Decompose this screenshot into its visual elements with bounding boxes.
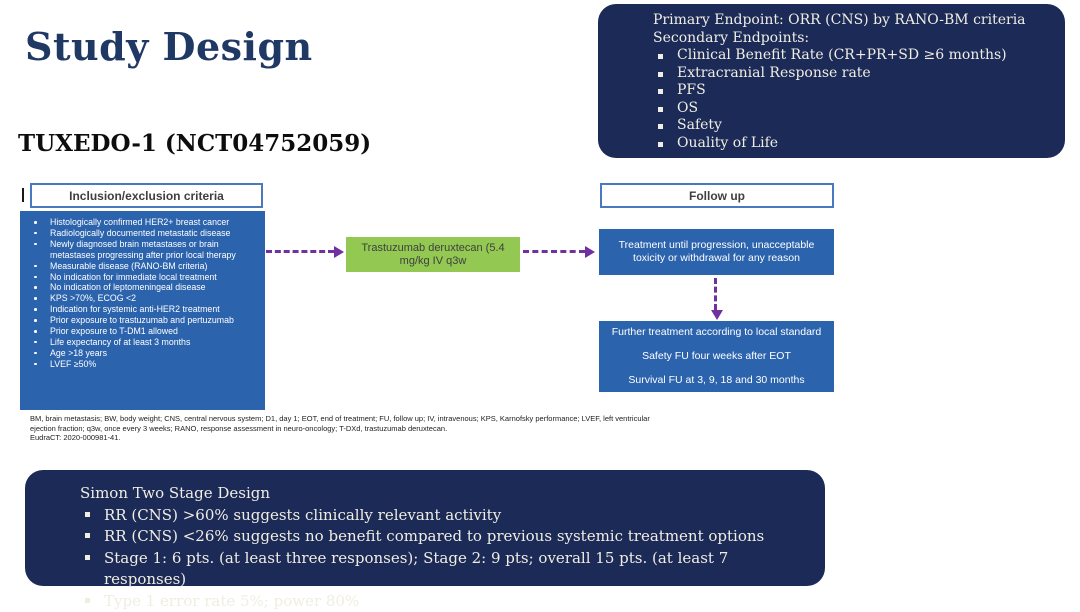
drug-box: Trastuzumab deruxtecan (5.4 mg/kg IV q3w [346,237,520,272]
footnote-line: ejection fraction; q3w, once every 3 wee… [30,424,770,434]
list-item: Radiologically documented metastatic dis… [28,228,259,239]
list-item: Measurable disease (RANO-BM criteria) [28,261,259,272]
list-item: Histologically confirmed HER2+ breast ca… [28,217,259,228]
list-item: No indication of leptomeningeal disease [28,282,259,293]
drug-box-label: Trastuzumab deruxtecan (5.4 mg/kg IV q3w [354,242,512,268]
treatment-until-label: Treatment until progression, unacceptabl… [615,239,818,265]
followup-header: Follow up [600,183,834,208]
arrow-treatment-to-further [714,278,717,310]
further-treatment-line: Further treatment according to local sta… [612,326,822,339]
arrow-head-icon [334,246,344,258]
list-item: OS [653,100,1055,118]
simon-design-box: Simon Two Stage Design RR (CNS) >60% sug… [25,470,825,586]
list-item: Ouality of Life [653,135,1055,153]
page-title: Study Design [25,24,313,69]
list-item: Extracranial Response rate [653,65,1055,83]
primary-endpoint-line: Primary Endpoint: ORR (CNS) by RANO-BM c… [653,12,1055,30]
further-treatment-line: Safety FU four weeks after EOT [642,350,791,363]
arrow-criteria-to-drug [266,250,334,253]
stray-tick-mark [22,188,24,202]
secondary-endpoints-label: Secondary Endpoints: [653,30,1055,48]
list-item: Prior exposure to T-DM1 allowed [28,326,259,337]
study-subtitle: TUXEDO-1 (NCT04752059) [18,130,371,157]
further-treatment-line: Survival FU at 3, 9, 18 and 30 months [628,374,804,387]
list-item: Stage 1: 6 pts. (at least three response… [80,548,805,591]
list-item: KPS >70%, ECOG <2 [28,293,259,304]
simon-design-heading: Simon Two Stage Design [80,483,805,505]
footnote-line: EudraCT: 2020-000981-41. [30,433,770,443]
inclusion-criteria-box: Histologically confirmed HER2+ breast ca… [20,211,265,410]
list-item: Newly diagnosed brain metastases or brai… [28,239,259,261]
list-item: Life expectancy of at least 3 months [28,337,259,348]
arrow-head-icon [711,310,723,320]
list-item: Safety [653,117,1055,135]
list-item: Indication for systemic anti-HER2 treatm… [28,304,259,315]
inclusion-exclusion-header-label: Inclusion/exclusion criteria [69,189,224,203]
further-treatment-box: Further treatment according to local sta… [599,321,834,392]
footnote-line: BM, brain metastasis; BW, body weight; C… [30,414,770,424]
list-item: RR (CNS) <26% suggests no benefit compar… [80,526,805,548]
list-item: PFS [653,82,1055,100]
secondary-endpoints-list: Clinical Benefit Rate (CR+PR+SD ≥6 month… [653,47,1055,152]
followup-header-label: Follow up [689,189,745,203]
list-item: No indication for immediate local treatm… [28,272,259,283]
list-item: RR (CNS) >60% suggests clinically releva… [80,505,805,527]
list-item: Prior exposure to trastuzumab and pertuz… [28,315,259,326]
list-item: Clinical Benefit Rate (CR+PR+SD ≥6 month… [653,47,1055,65]
list-item: LVEF ≥50% [28,359,259,370]
inclusion-criteria-list: Histologically confirmed HER2+ breast ca… [28,217,259,370]
inclusion-exclusion-header: Inclusion/exclusion criteria [30,183,263,208]
arrow-drug-to-treatment [523,250,585,253]
arrow-head-icon [585,246,595,258]
abbreviations-footnote: BM, brain metastasis; BW, body weight; C… [30,414,770,443]
treatment-until-box: Treatment until progression, unacceptabl… [599,229,834,275]
list-item: Type 1 error rate 5%; power 80% [80,591,805,612]
endpoints-box: Primary Endpoint: ORR (CNS) by RANO-BM c… [598,4,1065,158]
list-item: Age >18 years [28,348,259,359]
simon-design-list: RR (CNS) >60% suggests clinically releva… [80,505,805,612]
